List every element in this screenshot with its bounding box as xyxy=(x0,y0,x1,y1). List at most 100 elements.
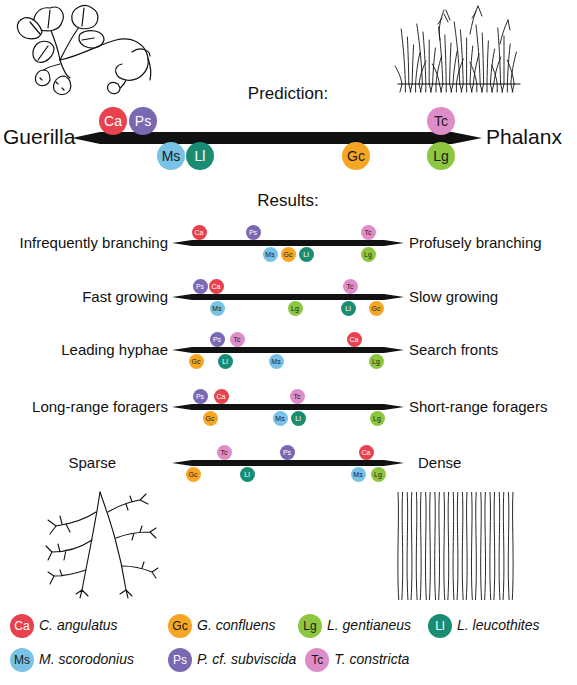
species-circle: Ca xyxy=(192,225,207,240)
legend-text: M. scorodonius xyxy=(39,652,134,667)
result-axis xyxy=(172,347,404,353)
grass-blade xyxy=(482,33,483,84)
dense-hypha xyxy=(508,492,510,600)
species-code: Tc xyxy=(365,229,372,236)
species-code: Gc xyxy=(189,471,198,478)
species-code: Ll xyxy=(303,251,308,258)
species-circle: Gc xyxy=(369,301,384,316)
dense-hypha xyxy=(401,492,403,600)
legend-swatch: Ca xyxy=(10,614,34,638)
axis-end-label: Long-range foragers xyxy=(32,399,168,416)
species-circle: Tc xyxy=(361,225,376,240)
legend-swatch: Ms xyxy=(10,648,34,672)
species-code: Ps xyxy=(196,283,204,290)
grass-tussock xyxy=(395,6,520,92)
grass-root xyxy=(451,84,453,92)
dense-hypha xyxy=(416,492,418,600)
dense-hypha xyxy=(462,492,464,600)
dense-hypha xyxy=(420,492,422,600)
species-code: Ll xyxy=(244,471,249,478)
dense-hypha xyxy=(503,492,505,600)
species-circle: Ms xyxy=(351,467,366,482)
legend-text: C. angulatus xyxy=(39,618,118,633)
species-circle: Lg xyxy=(369,354,384,369)
species-code: Ps xyxy=(213,336,221,343)
grass-root xyxy=(466,84,467,92)
grass-root xyxy=(425,84,426,92)
species-circle: Ll xyxy=(218,354,233,369)
grass-root xyxy=(405,84,406,92)
species-circle: Ca xyxy=(99,107,127,135)
dense-hypha xyxy=(397,492,399,600)
dense-hypha xyxy=(429,492,431,600)
grass-blade xyxy=(412,45,413,84)
grass-root xyxy=(436,84,437,92)
dense-hypha xyxy=(425,492,427,600)
species-code: Ms xyxy=(353,471,362,478)
axis-end-label: Slow growing xyxy=(409,289,498,306)
species-code: Gc xyxy=(284,251,293,258)
species-code: Ll xyxy=(222,358,227,365)
grass-blade xyxy=(445,35,446,84)
species-code: Tc xyxy=(311,654,323,666)
species-circle: Ll xyxy=(291,411,306,426)
grass-blade xyxy=(395,66,402,84)
dense-hypha xyxy=(466,492,468,600)
species-circle: Ms xyxy=(269,354,284,369)
species-circle: Lg xyxy=(370,411,385,426)
result-axis xyxy=(172,404,404,410)
dense-hypha xyxy=(493,492,495,600)
grass-blade xyxy=(492,65,498,84)
species-code: Ll xyxy=(195,149,206,163)
species-circle: Ca xyxy=(214,389,229,404)
species-circle: Ll xyxy=(186,142,214,170)
dense-hypha xyxy=(447,492,449,600)
grass-blade xyxy=(466,38,467,84)
species-code: Ms xyxy=(162,149,181,163)
species-code: Ms xyxy=(14,654,30,666)
species-code: Ps xyxy=(135,114,151,128)
species-circle: Ms xyxy=(210,301,225,316)
species-code: Lg xyxy=(291,305,299,312)
grass-blade xyxy=(417,24,423,84)
species-code: Ll xyxy=(295,415,300,422)
grass-blade xyxy=(504,36,505,84)
species-code: Lg xyxy=(374,471,382,478)
grass-root xyxy=(400,84,402,92)
species-code: Gc xyxy=(206,415,215,422)
species-code: Ca xyxy=(14,620,29,632)
legend-swatch: Tc xyxy=(305,648,329,672)
species-circle: Tc xyxy=(427,107,455,135)
axis-end-label: Profusely branching xyxy=(409,235,542,252)
species-code: Lg xyxy=(373,415,381,422)
axis-end-label: Sparse xyxy=(68,455,116,472)
species-circle: Ps xyxy=(280,445,295,460)
species-code: Ps xyxy=(249,229,257,236)
axis-end-label: Leading hyphae xyxy=(61,342,168,359)
species-circle: Ca xyxy=(359,445,374,460)
species-code: Lg xyxy=(303,620,316,632)
axis-end-label: Phalanx xyxy=(486,125,562,148)
dense-hypha xyxy=(484,492,486,600)
species-code: Gc xyxy=(192,358,201,365)
species-code: Ll xyxy=(435,620,444,632)
grass-root xyxy=(431,84,433,92)
dense-hypha xyxy=(434,492,436,600)
species-code: Ms xyxy=(265,251,274,258)
species-circle: Tc xyxy=(230,332,245,347)
species-circle: Ca xyxy=(209,279,224,294)
grass-root xyxy=(512,84,514,92)
species-circle: Ps xyxy=(193,279,208,294)
dense-hypha xyxy=(411,492,413,600)
grass-root xyxy=(456,84,457,92)
dense-hypha xyxy=(453,492,455,600)
grass-root xyxy=(410,84,412,92)
species-circle: Ms xyxy=(263,247,278,262)
species-circle: Ms xyxy=(273,411,288,426)
grass-root xyxy=(446,84,447,92)
grass-blade xyxy=(416,53,420,84)
dense-mycelium xyxy=(398,492,513,600)
grass-root xyxy=(487,84,488,92)
species-circle: Gc xyxy=(186,467,201,482)
